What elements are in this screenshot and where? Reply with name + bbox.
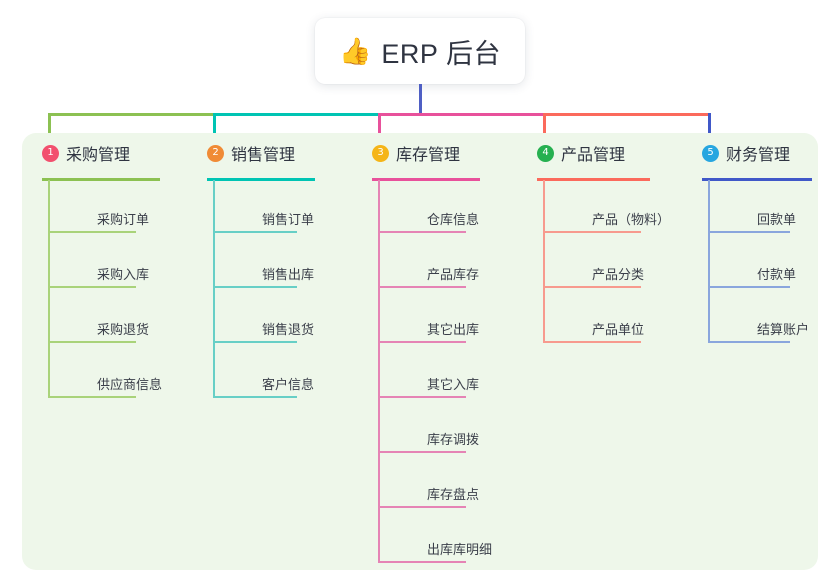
bus-segment-2 (213, 113, 381, 116)
branch-item-1-1[interactable]: 采购订单 (97, 212, 150, 227)
branch-item-rule-4-1 (543, 231, 641, 233)
branch-item-rule-3-4 (378, 396, 466, 398)
branch-header-4[interactable]: 4 产品管理 (537, 141, 625, 165)
branch-spine-1 (48, 180, 50, 398)
branch-item-3-5[interactable]: 库存调拨 (427, 432, 480, 447)
branch-spine-5 (708, 180, 710, 343)
branch-item-rule-3-3 (378, 341, 466, 343)
branch-title-1: 采购管理 (66, 147, 131, 164)
branch-item-1-2[interactable]: 采购入库 (97, 267, 150, 282)
branch-header-rule-1 (42, 178, 160, 181)
root-node[interactable]: 👍 ERP 后台 (315, 18, 525, 84)
branch-drop-5 (708, 113, 711, 141)
branch-title-5: 财务管理 (726, 147, 791, 164)
branch-item-5-3[interactable]: 结算账户 (757, 322, 810, 337)
branch-header-rule-3 (372, 178, 480, 181)
branch-item-2-4[interactable]: 客户信息 (262, 377, 315, 392)
branch-item-rule-2-1 (213, 231, 297, 233)
branch-title-4: 产品管理 (561, 147, 626, 164)
branch-header-rule-4 (537, 178, 650, 181)
branch-number-badge-3: 3 (372, 144, 389, 162)
branch-header-3[interactable]: 3 库存管理 (372, 141, 460, 165)
root-stem (419, 84, 422, 116)
branch-item-3-6[interactable]: 库存盘点 (427, 487, 480, 502)
branch-item-rule-1-2 (48, 286, 136, 288)
bus-segment-3 (378, 113, 546, 116)
branch-item-rule-5-3 (708, 341, 790, 343)
branch-spine-4 (543, 180, 545, 343)
branch-drop-1 (48, 113, 51, 141)
branch-header-2[interactable]: 2 销售管理 (207, 141, 295, 165)
branch-item-3-2[interactable]: 产品库存 (427, 267, 480, 282)
branch-item-rule-2-3 (213, 341, 297, 343)
thumbs-up-icon: 👍 (339, 36, 372, 66)
branch-item-rule-1-4 (48, 396, 136, 398)
branch-item-rule-4-2 (543, 286, 641, 288)
branch-title-3: 库存管理 (396, 147, 461, 164)
branch-item-1-3[interactable]: 采购退货 (97, 322, 150, 337)
branch-item-rule-5-2 (708, 286, 790, 288)
branch-item-3-1[interactable]: 仓库信息 (427, 212, 480, 227)
branch-item-rule-1-1 (48, 231, 136, 233)
branch-item-4-2[interactable]: 产品分类 (592, 267, 645, 282)
branch-panel (22, 133, 818, 570)
branch-item-rule-2-4 (213, 396, 297, 398)
branch-header-5[interactable]: 5 财务管理 (702, 141, 790, 165)
branch-number-badge-5: 5 (702, 144, 719, 162)
branch-item-3-4[interactable]: 其它入库 (427, 377, 480, 392)
branch-item-rule-5-1 (708, 231, 790, 233)
branch-number-badge-4: 4 (537, 144, 554, 162)
branch-item-rule-3-6 (378, 506, 466, 508)
branch-drop-4 (543, 113, 546, 141)
branch-item-4-1[interactable]: 产品（物料） (592, 212, 671, 227)
branch-item-rule-3-7 (378, 561, 466, 563)
branch-item-2-2[interactable]: 销售出库 (262, 267, 315, 282)
branch-header-rule-2 (207, 178, 315, 181)
branch-item-3-3[interactable]: 其它出库 (427, 322, 480, 337)
branch-number-badge-2: 2 (207, 144, 224, 162)
branch-item-rule-4-3 (543, 341, 641, 343)
branch-item-3-7[interactable]: 出库库明细 (427, 542, 493, 557)
branch-item-2-3[interactable]: 销售退货 (262, 322, 315, 337)
bus-segment-4 (543, 113, 711, 116)
branch-drop-3 (378, 113, 381, 141)
branch-item-2-1[interactable]: 销售订单 (262, 212, 315, 227)
branch-item-rule-3-2 (378, 286, 466, 288)
branch-number-badge-1: 1 (42, 144, 59, 162)
branch-spine-3 (378, 180, 380, 563)
branch-header-1[interactable]: 1 采购管理 (42, 141, 130, 165)
bus-segment-1 (48, 113, 216, 116)
branch-title-2: 销售管理 (231, 147, 296, 164)
branch-spine-2 (213, 180, 215, 398)
root-node-title: ERP 后台 (381, 38, 501, 69)
branch-item-rule-1-3 (48, 341, 136, 343)
branch-item-1-4[interactable]: 供应商信息 (97, 377, 163, 392)
branch-item-rule-2-2 (213, 286, 297, 288)
branch-item-5-1[interactable]: 回款单 (757, 212, 797, 227)
branch-item-4-3[interactable]: 产品单位 (592, 322, 645, 337)
branch-item-5-2[interactable]: 付款单 (757, 267, 797, 282)
branch-header-rule-5 (702, 178, 812, 181)
branch-item-rule-3-1 (378, 231, 466, 233)
branch-item-rule-3-5 (378, 451, 466, 453)
branch-drop-2 (213, 113, 216, 141)
